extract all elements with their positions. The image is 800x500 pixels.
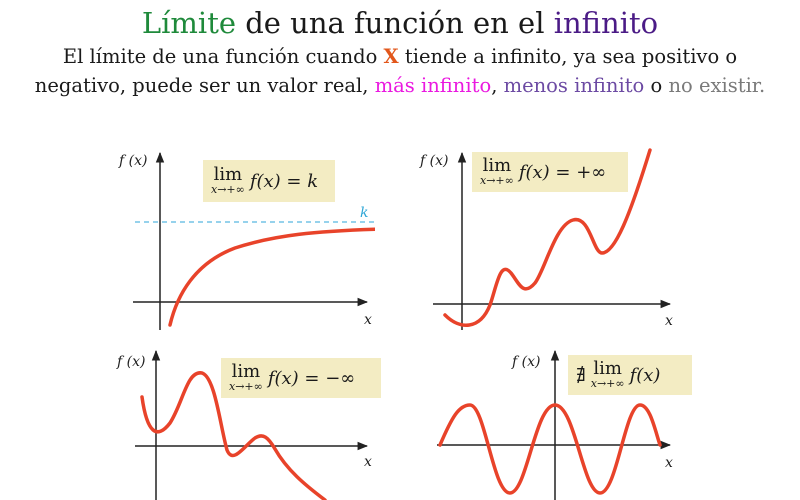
y-axis-label: f (x) [118, 153, 147, 169]
intro-part-3: o [644, 74, 669, 97]
graph-limit-plus-infinity: f (x) x [419, 148, 673, 330]
function-curve [443, 148, 652, 327]
title-word-limite: Límite [141, 6, 237, 40]
graph-limit-k: f (x) x k [118, 151, 375, 330]
limit-result: f(x) = −∞ [267, 367, 356, 389]
does-not-exist-symbol: ∄ [576, 364, 586, 386]
lim-subscript: x→+∞ [229, 380, 263, 393]
asymptote-label: k [360, 205, 368, 221]
lim-operator: lim [213, 164, 243, 185]
lim-subscript: x→+∞ [211, 183, 245, 196]
function-curve [438, 403, 662, 495]
intro-part-1: El límite de una función cuando [62, 45, 384, 68]
x-axis-label: x [364, 454, 372, 470]
limit-result: f(x) = k [249, 170, 319, 192]
title-word-infinito: infinito [553, 6, 659, 40]
limit-result: f(x) [629, 364, 661, 386]
lim-subscript: x→+∞ [590, 377, 625, 390]
lim-operator: lim [593, 358, 622, 379]
x-axis-label: x [364, 312, 372, 328]
intro-variable-x: X [383, 45, 399, 68]
y-axis-label: f (x) [511, 354, 540, 370]
page-title: Límite de una función en el infinito [0, 6, 800, 40]
intro-mas-infinito: más infinito [374, 74, 492, 97]
intro-no-existir: no existir. [668, 74, 766, 97]
y-axis-label: f (x) [116, 354, 145, 370]
function-curve [140, 371, 327, 500]
graph-limit-minus-infinity: f (x) x [116, 349, 372, 500]
intro-paragraph: El límite de una función cuando X tiende… [20, 42, 780, 100]
x-axis-label: x [665, 313, 673, 329]
lim-operator: lim [231, 361, 261, 382]
graph-limit-not-exist: f (x) x [437, 349, 673, 500]
intro-comma: , [491, 74, 504, 97]
x-axis-label: x [665, 455, 673, 471]
intro-part-2: tiende a infinito, ya sea positivo o neg… [34, 45, 738, 97]
y-axis-label: f (x) [419, 153, 448, 169]
intro-menos-infinito: menos infinito [503, 74, 645, 97]
limit-result: f(x) = +∞ [518, 161, 607, 183]
title-middle: de una función en el [236, 6, 554, 40]
lim-operator: lim [482, 155, 512, 176]
function-curve [168, 227, 375, 327]
lim-subscript: x→+∞ [480, 174, 514, 187]
